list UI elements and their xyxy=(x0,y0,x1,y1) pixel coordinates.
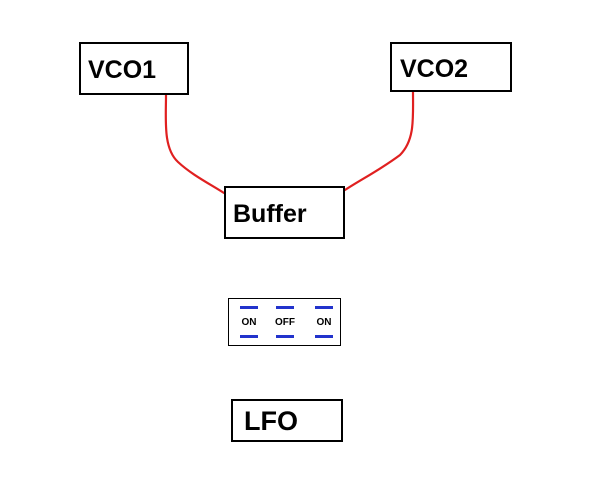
switch-label-right: ON xyxy=(316,317,332,328)
buffer-label: Buffer xyxy=(233,200,307,228)
wire-vco2-buffer xyxy=(343,90,415,192)
switch-label-left: ON xyxy=(241,317,257,328)
wire-vco1-buffer xyxy=(164,93,226,195)
buffer-block: Buffer xyxy=(224,186,345,239)
switch-label-middle: OFF xyxy=(275,317,295,328)
switch-mark xyxy=(276,306,294,309)
switch-mark xyxy=(315,335,333,338)
lfo-block: LFO xyxy=(231,399,343,442)
vco2-label: VCO2 xyxy=(400,55,469,83)
switch-mark xyxy=(240,335,258,338)
vco1-label: VCO1 xyxy=(88,56,157,84)
switch-position-right[interactable]: ON xyxy=(311,305,341,339)
switch-mark xyxy=(315,306,333,309)
on-off-on-switch[interactable]: ON OFF ON xyxy=(228,298,341,346)
vco1-block: VCO1 xyxy=(79,42,189,95)
switch-position-left[interactable]: ON xyxy=(236,305,266,339)
switch-position-middle[interactable]: OFF xyxy=(272,305,302,339)
switch-mark xyxy=(276,335,294,338)
lfo-label: LFO xyxy=(244,406,298,436)
switch-mark xyxy=(240,306,258,309)
vco2-block: VCO2 xyxy=(390,42,512,92)
